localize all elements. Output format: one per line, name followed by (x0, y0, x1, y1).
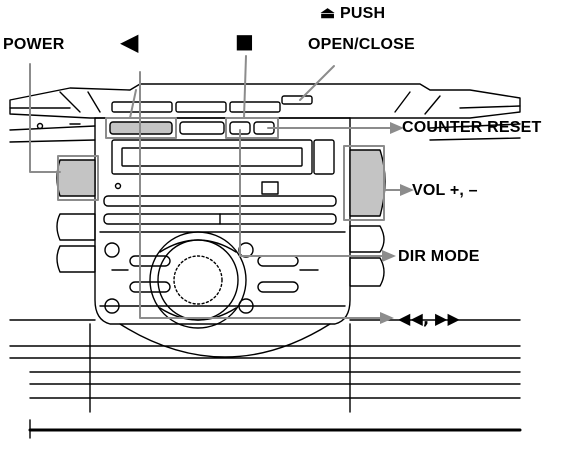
label-play-back: ◀ (120, 28, 139, 56)
jog-dial (149, 231, 247, 329)
top-deck (9, 83, 521, 143)
label-vol: VOL +, – (412, 182, 478, 199)
label-push: ⏏ PUSH (320, 5, 386, 22)
label-power: POWER (3, 36, 65, 53)
label-seek: ◀◀, ▶▶ (398, 309, 461, 328)
label-counter-reset: COUNTER RESET (402, 119, 542, 136)
arrows (380, 122, 414, 324)
button-cluster (104, 242, 319, 314)
leader-power (29, 63, 61, 173)
front-panel (94, 117, 351, 325)
leader-dir-mode (239, 129, 383, 257)
label-stop: ■ (235, 29, 255, 53)
lower-cabinet (9, 319, 522, 439)
label-dir-mode: DIR MODE (398, 248, 480, 265)
leader-lines (29, 63, 401, 319)
side-knobs (56, 149, 386, 287)
label-open-close: OPEN/CLOSE (308, 36, 415, 53)
leader-back (139, 71, 381, 319)
